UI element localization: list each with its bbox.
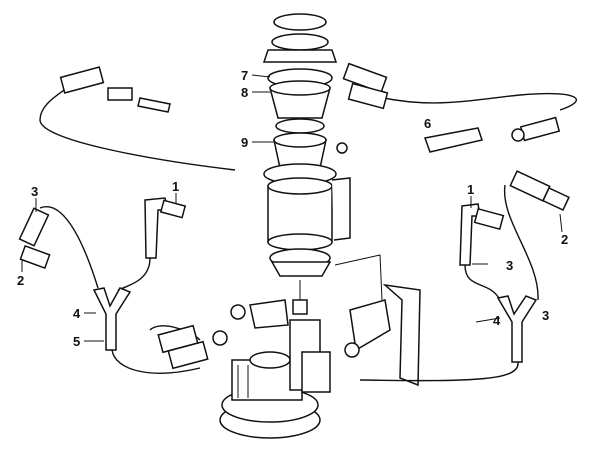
label-right-3b: 3 <box>542 308 549 323</box>
label-left-4: 4 <box>73 306 81 321</box>
label-7: 7 <box>241 68 248 83</box>
label-left-2: 2 <box>17 273 24 288</box>
central-column-assembly <box>262 13 351 315</box>
label-left-3: 3 <box>31 184 38 199</box>
label-right-4: 4 <box>493 313 501 328</box>
label-right-2: 2 <box>561 232 568 247</box>
label-right-1: 1 <box>467 182 474 197</box>
label-right-3a: 3 <box>506 258 513 273</box>
label-left-5: 5 <box>73 334 80 349</box>
label-8: 8 <box>241 85 248 100</box>
blower-motor <box>219 319 331 439</box>
label-left-1: 1 <box>172 179 179 194</box>
mounting-bracket <box>334 254 421 387</box>
label-9: 9 <box>241 135 248 150</box>
hoses <box>18 62 578 382</box>
leader-lines <box>21 74 563 342</box>
label-6: 6 <box>424 116 431 131</box>
